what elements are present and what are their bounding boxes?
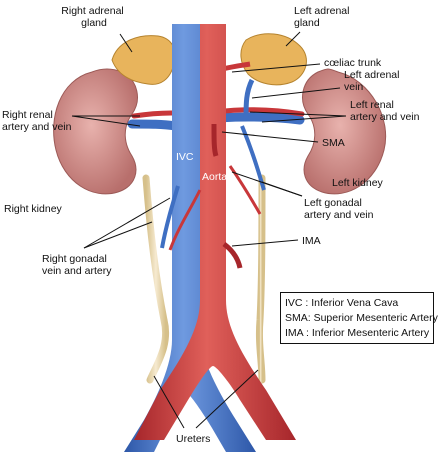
superior-mesenteric-artery xyxy=(211,123,219,157)
left-adrenal-gland xyxy=(240,33,307,86)
right-gonadal-artery xyxy=(168,189,202,251)
inferior-vena-cava xyxy=(124,24,256,452)
label-ureters: Ureters xyxy=(176,433,210,445)
left-gonadal-vein xyxy=(240,125,266,191)
label-right-renal-vessels: Right renal artery and vein xyxy=(2,109,72,133)
label-coeliac-trunk: cœliac trunk xyxy=(324,57,382,69)
legend-sma: SMA: Superior Mesenteric Artery xyxy=(285,312,438,324)
leader-ureters-2 xyxy=(195,369,259,429)
leader-right-gonadal-2 xyxy=(83,221,153,249)
leader-right-adrenal xyxy=(119,33,133,53)
label-right-adrenal-gland: Right adrenal gland xyxy=(61,5,126,29)
label-aorta: Aorta xyxy=(202,171,227,183)
leader-right-renal-2 xyxy=(71,115,141,127)
legend-ima: IMA : Inferior Mesenteric Artery xyxy=(285,327,430,339)
label-ivc: IVC xyxy=(176,151,194,163)
abbreviation-legend: IVC : Inferior Vena Cava SMA: Superior M… xyxy=(280,292,438,344)
leader-left-renal-2 xyxy=(261,115,347,123)
leader-left-adrenal-vein xyxy=(251,87,341,99)
leader-ureters-1 xyxy=(153,375,185,429)
aorta xyxy=(134,24,296,440)
leader-left-renal-1 xyxy=(249,111,347,117)
inferior-mesenteric-artery xyxy=(222,242,243,269)
leader-coeliac xyxy=(231,63,321,73)
label-ima: IMA xyxy=(302,235,321,247)
label-left-kidney: Left kidney xyxy=(332,177,384,189)
label-right-gonadal-vessels: Right gonadal vein and artery xyxy=(42,253,112,277)
leader-right-gonadal-1 xyxy=(83,197,171,249)
label-left-renal-vessels: Left renal artery and vein xyxy=(350,99,420,123)
legend-ivc: IVC : Inferior Vena Cava xyxy=(285,297,399,309)
leader-left-adrenal xyxy=(285,31,301,47)
left-adrenal-vein xyxy=(243,78,255,119)
right-ureter xyxy=(142,174,170,384)
left-kidney xyxy=(302,68,387,195)
right-gonadal-vessels xyxy=(160,185,180,249)
left-gonadal-vessels xyxy=(228,165,262,215)
label-sma: SMA xyxy=(322,137,345,149)
left-ureter xyxy=(255,174,266,384)
label-left-adrenal-vein: Left adrenal vein xyxy=(344,69,402,93)
leader-sma xyxy=(221,131,319,143)
leader-ima xyxy=(231,239,299,247)
leader-left-gonadal-2 xyxy=(261,181,303,197)
label-right-kidney: Right kidney xyxy=(4,203,63,215)
label-left-adrenal-gland: Left adrenal gland xyxy=(294,5,352,29)
label-left-gonadal-vessels: Left gonadal artery and vein xyxy=(304,197,374,221)
